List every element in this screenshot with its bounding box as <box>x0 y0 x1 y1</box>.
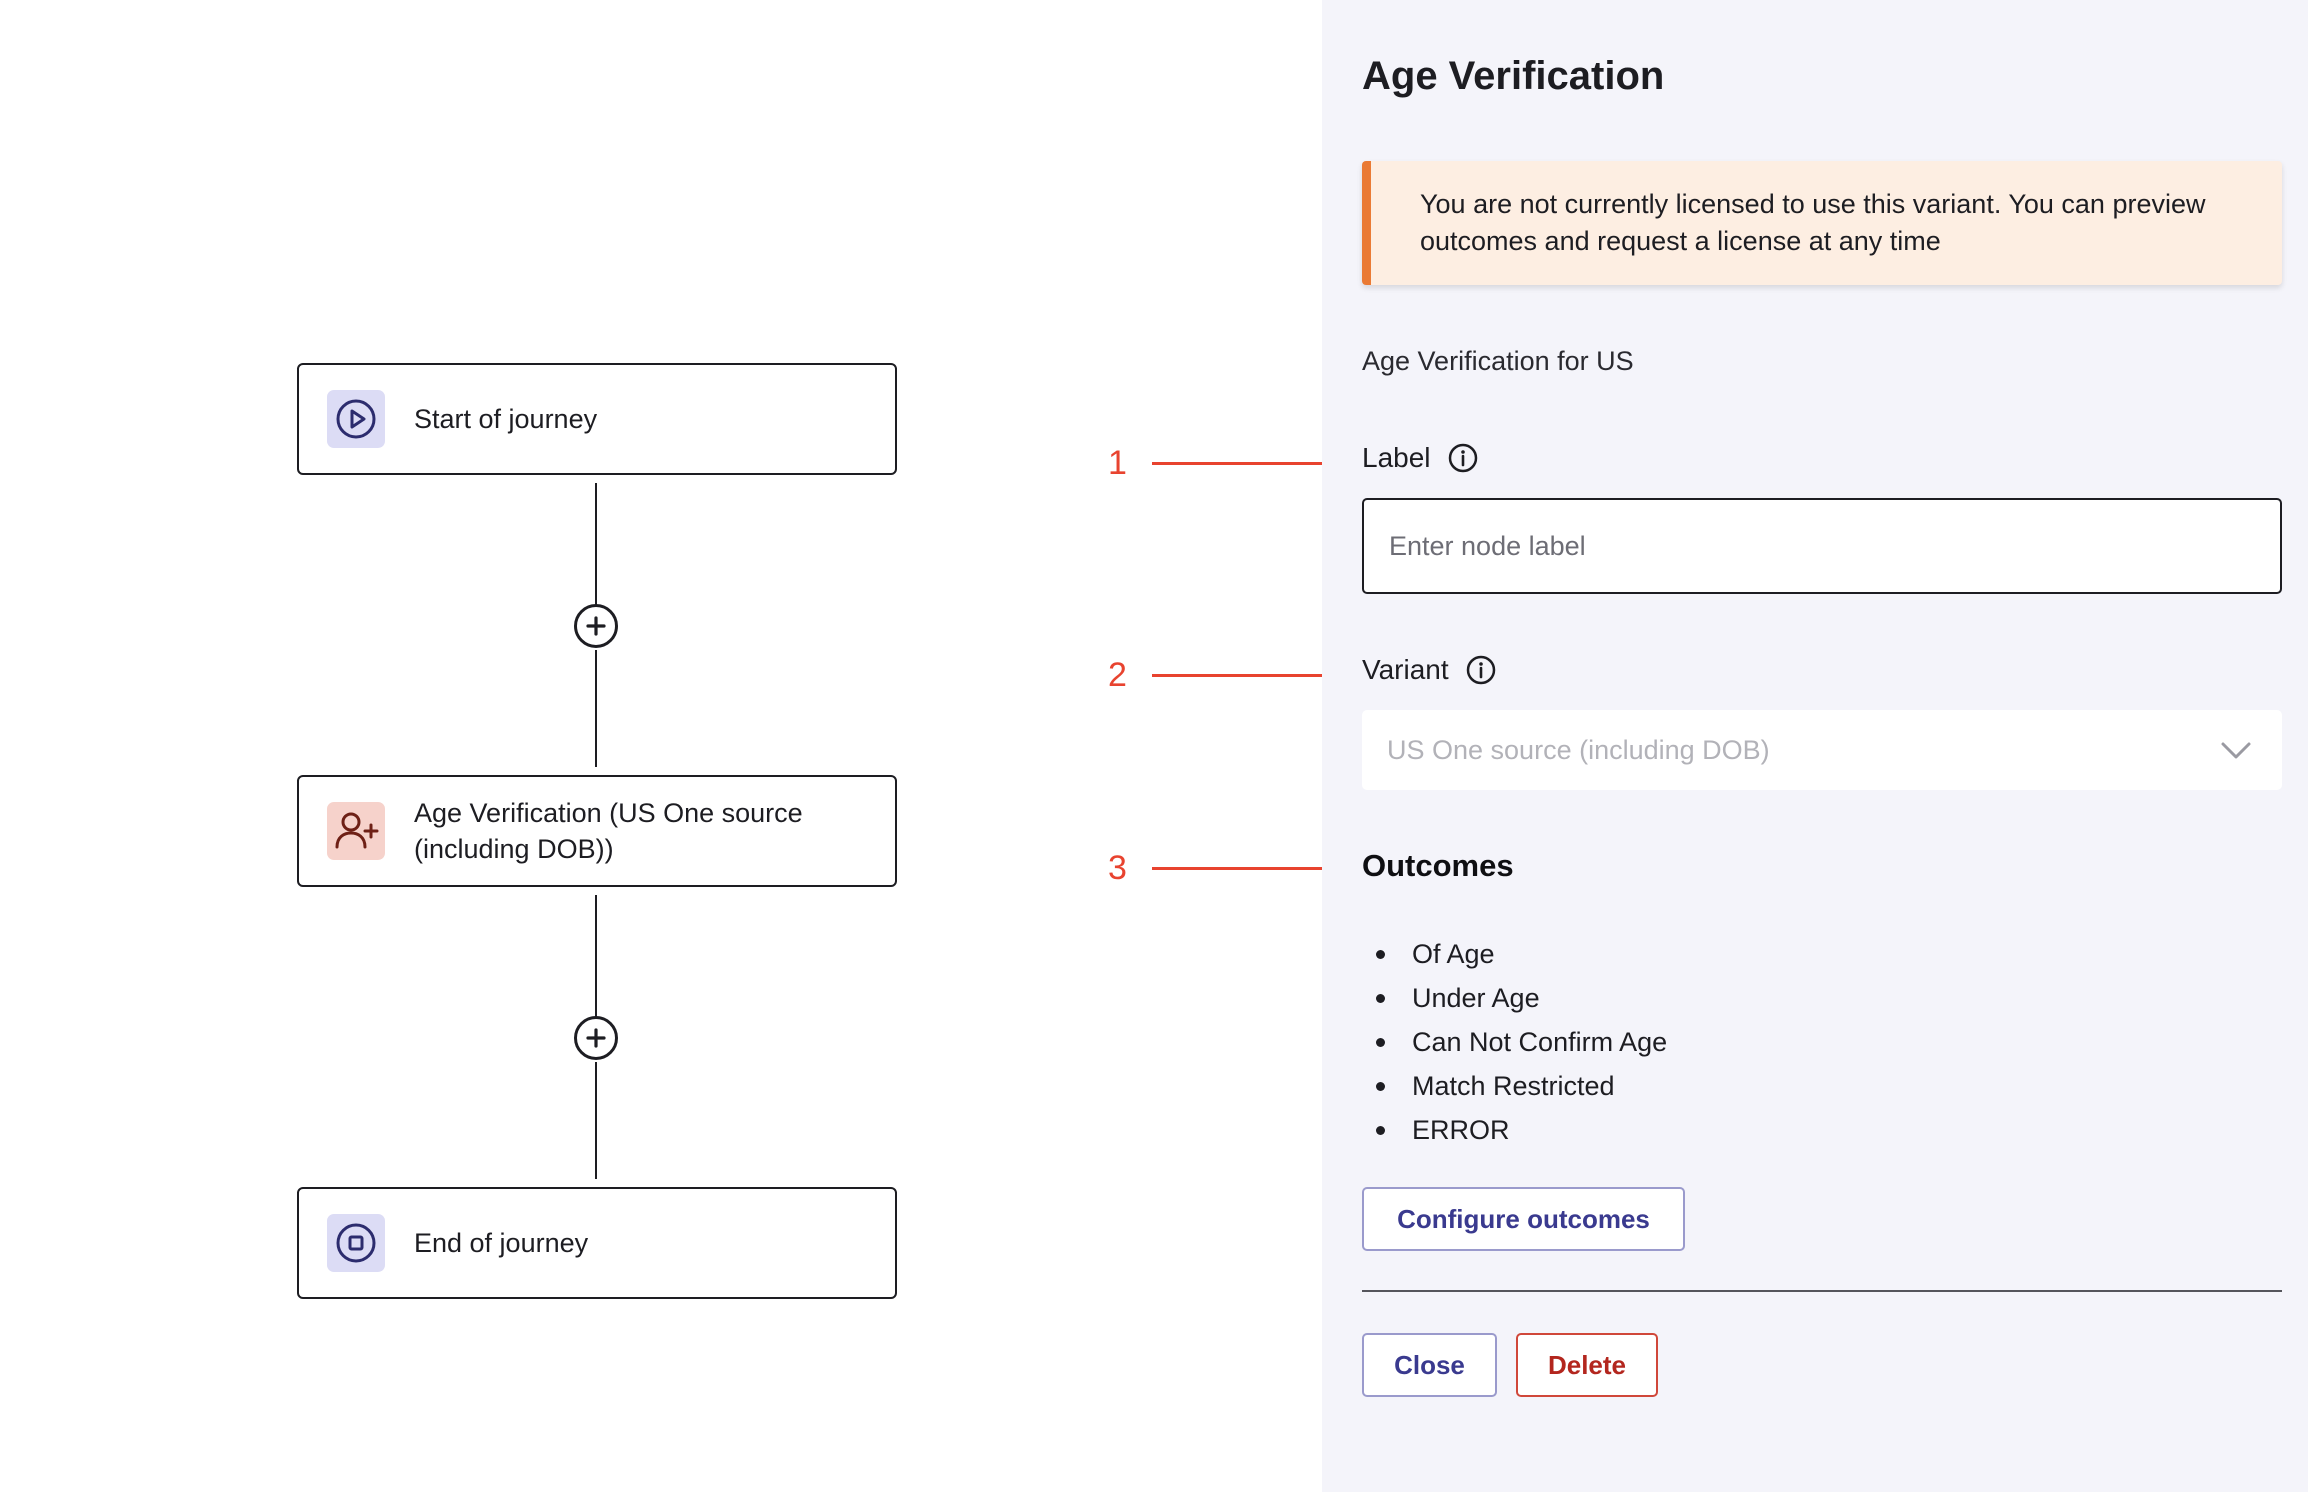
play-circle-icon <box>327 390 385 448</box>
end-node[interactable]: End of journey <box>297 1187 897 1299</box>
panel-divider <box>1362 1290 2282 1292</box>
age-verification-node[interactable]: Age Verification (US One source (includi… <box>297 775 897 887</box>
arrow-line <box>1152 867 1326 870</box>
start-node-label: Start of journey <box>414 404 598 434</box>
outcomes-heading: Outcomes <box>1362 848 1514 883</box>
panel-subtitle: Age Verification for US <box>1362 346 1634 376</box>
journey-canvas: Start of journey Age Verification (US On… <box>297 363 897 1299</box>
add-step-button[interactable] <box>574 604 618 648</box>
connector-line <box>595 483 597 606</box>
annotation-arrow-2: 2 <box>1108 655 1358 695</box>
delete-button[interactable]: Delete <box>1516 1333 1658 1397</box>
chevron-down-icon <box>2221 742 2251 759</box>
license-warning-banner: You are not currently licensed to use th… <box>1362 161 2282 285</box>
annotation-number: 2 <box>1108 656 1127 694</box>
annotation-arrow-1: 1 <box>1108 443 1358 483</box>
connector-line <box>595 1062 597 1179</box>
outcome-item: Of Age <box>1362 932 1667 976</box>
node-label-input[interactable] <box>1362 498 2282 594</box>
label-field-label: Label <box>1362 442 1479 474</box>
outcome-item: Match Restricted <box>1362 1064 1667 1108</box>
end-node-label: End of journey <box>414 1228 589 1258</box>
outcome-item: Can Not Confirm Age <box>1362 1020 1667 1064</box>
annotation-number: 3 <box>1108 849 1127 887</box>
age-verification-node-label: Age Verification (US One source (includi… <box>414 798 803 864</box>
user-add-icon <box>327 802 385 860</box>
arrow-line <box>1152 674 1326 677</box>
license-warning-text: You are not currently licensed to use th… <box>1420 189 2206 256</box>
variant-selected-value: US One source (including DOB) <box>1387 734 1770 765</box>
outcome-item: ERROR <box>1362 1108 1667 1152</box>
variant-field-text: Variant <box>1362 654 1449 685</box>
outcomes-list: Of Age Under Age Can Not Confirm Age Mat… <box>1362 932 1667 1152</box>
variant-select[interactable]: US One source (including DOB) <box>1362 710 2282 790</box>
connector-line <box>595 650 597 767</box>
stop-circle-icon <box>327 1214 385 1272</box>
panel-title: Age Verification <box>1362 54 1665 98</box>
plus-circle-icon <box>586 1028 606 1048</box>
annotation-arrow-3: 3 <box>1108 848 1358 888</box>
label-field-text: Label <box>1362 442 1431 473</box>
plus-circle-icon <box>586 616 606 636</box>
variant-field-label: Variant <box>1362 654 1497 686</box>
add-step-button[interactable] <box>574 1016 618 1060</box>
connector-line <box>595 895 597 1018</box>
start-node[interactable]: Start of journey <box>297 363 897 475</box>
configure-outcomes-button[interactable]: Configure outcomes <box>1362 1187 1685 1251</box>
info-icon[interactable] <box>1465 654 1497 686</box>
info-icon[interactable] <box>1447 442 1479 474</box>
arrow-line <box>1152 462 1326 465</box>
annotation-number: 1 <box>1108 444 1127 482</box>
node-settings-panel: Age Verification You are not currently l… <box>1322 0 2308 1492</box>
close-button[interactable]: Close <box>1362 1333 1497 1397</box>
outcome-item: Under Age <box>1362 976 1667 1020</box>
